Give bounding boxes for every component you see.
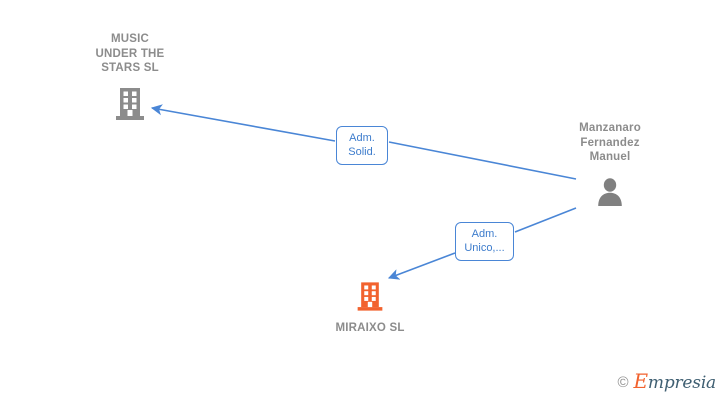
person-icon <box>598 177 622 206</box>
edge-adm-solid <box>150 104 577 180</box>
node-manzanaro-fernandez-manuel-icon-wrap <box>545 176 675 206</box>
brand-wordmark: Empresia <box>634 371 717 393</box>
watermark-empresia: © Empresia <box>617 371 717 393</box>
edge-adm-unico-segment-right <box>514 207 577 233</box>
edge-label-adm-unico[interactable]: Adm. Unico,... <box>455 222 514 261</box>
copyright-icon: © <box>617 374 629 391</box>
building-icon <box>357 282 383 311</box>
brand-rest: mpresia <box>647 373 716 393</box>
edge-adm-unico-segment-left <box>387 252 456 280</box>
node-miraixo-icon-wrap <box>285 280 455 313</box>
edge-adm-solid-segment-left <box>150 104 336 142</box>
node-miraixo[interactable]: MIRAIXO SL <box>285 280 455 336</box>
node-manzanaro-fernandez-manuel[interactable]: Manzanaro Fernandez Manuel <box>545 121 675 206</box>
edge-adm-unico <box>387 207 577 280</box>
brand-initial: E <box>633 369 649 393</box>
node-miraixo-label: MIRAIXO SL <box>335 322 405 334</box>
node-manzanaro-fernandez-manuel-label: Manzanaro Fernandez Manuel <box>579 122 641 163</box>
node-music-under-the-stars-label: MUSIC UNDER THE STARS SL <box>95 33 165 74</box>
node-music-under-the-stars-icon-wrap <box>52 86 208 122</box>
building-icon <box>116 87 144 120</box>
edge-label-adm-solid[interactable]: Adm. Solid. <box>336 126 388 165</box>
node-music-under-the-stars[interactable]: MUSIC UNDER THE STARS SL <box>52 32 208 122</box>
edge-adm-solid-segment-right <box>388 141 577 180</box>
